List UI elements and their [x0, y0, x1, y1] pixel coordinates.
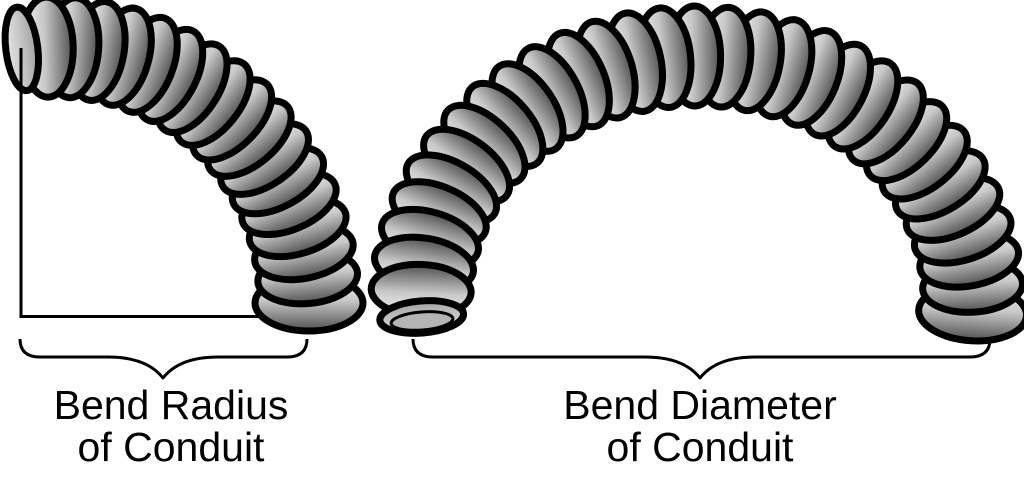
bend-diameter-brace — [411, 338, 992, 380]
bend-diameter-conduit — [367, 2, 1024, 345]
bend-diameter-label: Bend Diameter of Conduit — [563, 384, 836, 468]
bend-diameter-label-line1: Bend Diameter — [563, 382, 837, 428]
bend-diameter-label-line2: of Conduit — [606, 424, 794, 470]
bend-radius-label: Bend Radius of Conduit — [54, 384, 289, 468]
bend-radius-brace — [18, 338, 309, 380]
bend-radius-label-line1: Bend Radius — [53, 382, 289, 428]
bend-radius-label-line2: of Conduit — [77, 424, 265, 470]
bend-radius-conduit — [1, 0, 367, 335]
conduit-bore-opening — [389, 310, 455, 332]
